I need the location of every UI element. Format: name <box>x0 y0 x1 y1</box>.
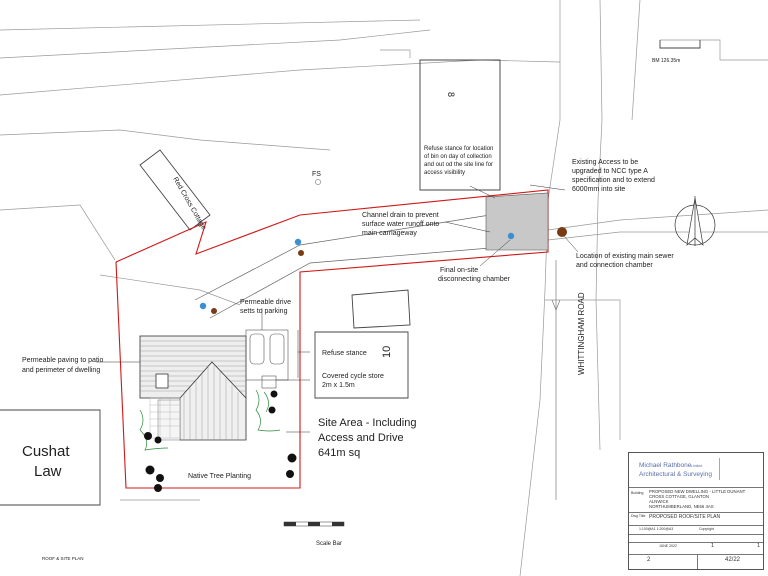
drainage-points <box>199 232 515 310</box>
access-note-line: Existing Access to be <box>572 159 638 166</box>
drawing-footer-label: ROOF & SITE PLAN <box>42 556 84 561</box>
scale-value: 1:100@A1 1:200@A3 <box>639 527 674 531</box>
plot-8-building <box>419 59 501 191</box>
neighbour-buildings <box>0 40 701 506</box>
firm-contact-block <box>719 458 760 480</box>
access-apron <box>485 192 549 251</box>
refuse-note-line: and out od the site line for <box>424 162 493 168</box>
plot-10-number: 10 <box>381 346 393 358</box>
refuse-note-line: access visibility <box>424 170 465 176</box>
chamber-note-line: disconnecting chamber <box>438 276 511 283</box>
access-note-line: 6000mm into site <box>572 186 625 193</box>
access-note-line: specification and to extend <box>572 177 655 184</box>
access-note-line: upgraded to NCC type A <box>572 168 648 175</box>
proposed-dwelling-roof <box>139 335 247 441</box>
red-cross-cottage-outline <box>139 149 211 231</box>
refuse-note-line: of bin on day of collection <box>424 154 492 160</box>
cushat-law-label: Cushat <box>22 443 70 460</box>
north-arrow-icon <box>674 196 716 246</box>
channel-note-line: main carriageway <box>362 230 417 237</box>
leader-lines <box>96 184 579 433</box>
outbuilding <box>351 289 411 329</box>
scale-bar-label: Scale Bar <box>316 541 342 547</box>
drawing-title: PROPOSED ROOF/SITE PLAN <box>649 514 721 520</box>
drive-note-line: setts to parking <box>240 308 288 315</box>
cycle-store <box>261 375 277 389</box>
gully-point <box>199 302 207 310</box>
refuse-note-line: Refuse stance for location <box>424 146 493 152</box>
refuse-stance-label: Refuse stance <box>322 350 367 357</box>
plot-8-number: 8 <box>446 92 456 97</box>
title-caption: Dwg Title <box>631 514 646 518</box>
parking-bays <box>245 329 299 389</box>
chamber-note-line: Final on-site <box>440 267 478 274</box>
firm-name: Michael Rathbone <box>639 462 692 469</box>
drive-note-line: Permeable drive <box>240 299 291 306</box>
sewer-note-line: and connection chamber <box>576 262 653 269</box>
native-hedge-planting <box>139 389 281 451</box>
firm-subtitle: Architectural & Surveying <box>639 471 712 478</box>
bm-label: BM 126.35m <box>652 58 680 64</box>
project-caption: Building <box>631 491 644 495</box>
driveway-lines <box>194 214 491 319</box>
cushat-law-label: Law <box>34 463 62 480</box>
drawing-number: 42/22 <box>725 557 741 563</box>
fs-symbol <box>315 179 321 185</box>
final-chamber-point <box>507 232 515 240</box>
revision-value: 1 <box>757 543 761 549</box>
project-line: ALNWICK <box>649 499 669 504</box>
gully-point <box>294 238 302 246</box>
sheet-number: 2 <box>647 557 651 563</box>
title-block: Michael Rathbone Limited Architectural &… <box>628 452 764 570</box>
scale-bar-graphic <box>283 521 345 527</box>
cushat-law-building <box>0 409 101 506</box>
project-line: NORTHUMBERLAND, NE66 4AS <box>649 504 714 509</box>
plan-labels: BM 126.35m 8 FS Red Cross Cottage Refuse… <box>22 58 680 561</box>
road-name-label: WHITTINGHAM ROAD <box>577 292 586 375</box>
sheet-value: 1 <box>711 543 715 549</box>
cycle-note-line: Covered cycle store <box>322 373 384 380</box>
site-area-line: 641m sq <box>318 447 360 459</box>
copyright-caption: Copyright <box>699 527 714 531</box>
cycle-note-line: 2m x 1.5m <box>322 382 355 389</box>
existing-sewer-point <box>557 227 567 237</box>
paving-note-line: Permeable paving to patio <box>22 357 103 364</box>
firm-suffix: Limited <box>691 464 703 468</box>
project-line: PROPOSED NEW DWELLING - LITTLE DUNANT <box>649 489 746 494</box>
patio-grid <box>149 397 181 439</box>
fs-label: FS <box>312 171 321 178</box>
date-value: JUNE 2022 <box>659 544 677 548</box>
project-line: CROSS COTTAGE, GLANTON <box>649 494 710 499</box>
site-area-line: Site Area - Including <box>318 417 416 429</box>
native-trees-label: Native Tree Planting <box>188 473 251 480</box>
channel-note-line: surface water runoff onto <box>362 221 439 228</box>
tree-symbols <box>144 390 297 492</box>
road-direction-arrow <box>551 260 561 500</box>
plot-10-building <box>314 331 409 399</box>
channel-note-line: Channel drain to prevent <box>362 212 439 219</box>
site-area-line: Access and Drive <box>318 432 404 444</box>
paving-note-line: and perimeter of dwelling <box>22 367 100 374</box>
sewer-note-line: Location of existing main sewer <box>576 253 674 260</box>
sewer-points <box>211 227 567 314</box>
